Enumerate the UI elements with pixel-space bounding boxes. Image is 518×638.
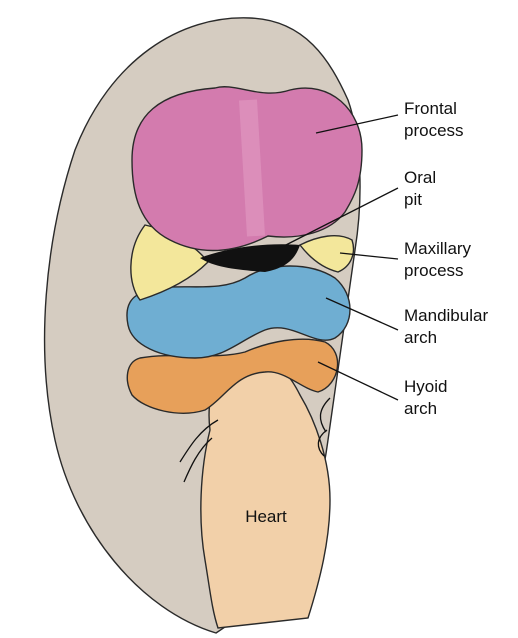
body-fold-1 bbox=[179, 419, 219, 463]
neck-fold-1 bbox=[319, 397, 331, 433]
label-oral-line1: Oral bbox=[404, 168, 436, 187]
oral-pit bbox=[200, 244, 300, 272]
label-hyoid-arch: Hyoid arch bbox=[404, 377, 452, 418]
heart bbox=[200, 358, 331, 629]
frontal-midline bbox=[239, 99, 265, 237]
label-frontal-line1: Frontal bbox=[404, 99, 457, 118]
frontal-leader bbox=[315, 114, 399, 134]
label-hyoid-line2: arch bbox=[404, 399, 437, 418]
label-frontal-line2: process bbox=[404, 121, 464, 140]
label-oral-pit: Oral pit bbox=[404, 168, 441, 209]
neck-fold-2 bbox=[317, 429, 328, 457]
label-frontal-process: Frontal process bbox=[404, 99, 464, 140]
label-mandibular-line1: Mandibular bbox=[404, 306, 488, 325]
mandibular-arch bbox=[126, 265, 351, 359]
label-maxillary-process: Maxillary process bbox=[404, 239, 476, 280]
oral-pit-leader bbox=[279, 187, 399, 249]
label-mandibular-arch: Mandibular arch bbox=[404, 306, 493, 347]
label-maxillary-line1: Maxillary bbox=[404, 239, 472, 258]
maxillary-process-right bbox=[298, 234, 355, 273]
label-oral-line2: pit bbox=[404, 190, 422, 209]
label-mandibular-line2: arch bbox=[404, 328, 437, 347]
mandibular-leader bbox=[325, 297, 399, 331]
label-heart: Heart bbox=[245, 507, 287, 526]
hyoid-leader bbox=[317, 361, 399, 401]
maxillary-leader bbox=[339, 252, 399, 260]
label-maxillary-line2: process bbox=[404, 261, 464, 280]
label-hyoid-line1: Hyoid bbox=[404, 377, 447, 396]
body-fold-2 bbox=[183, 437, 213, 483]
